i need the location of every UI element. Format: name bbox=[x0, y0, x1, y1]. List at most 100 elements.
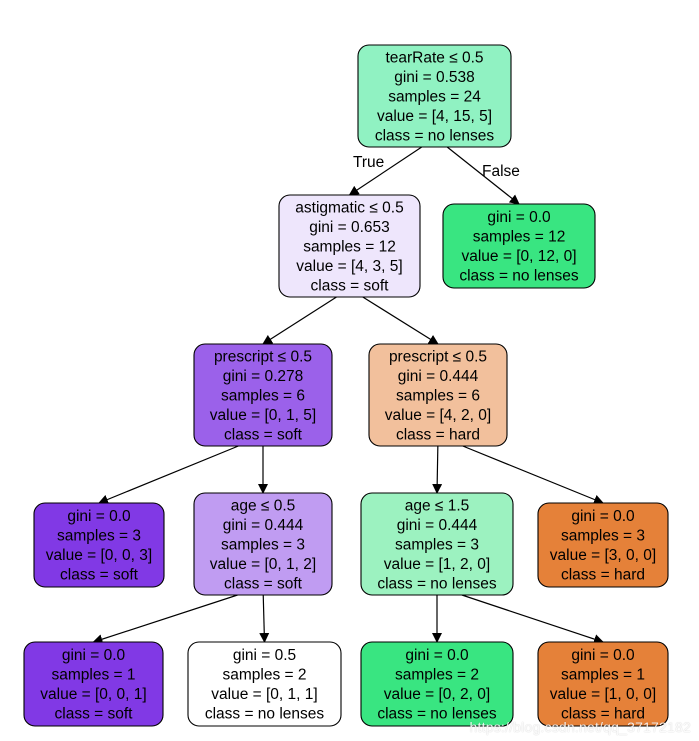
node-box bbox=[360, 641, 514, 727]
edge-n0-n1 bbox=[348, 146, 423, 196]
node-line: age ≤ 0.5 bbox=[231, 497, 296, 514]
tree-node-n2: gini = 0.0 samples = 12 value = [0, 12, 0]… bbox=[442, 203, 596, 289]
edge-n7-n12 bbox=[461, 594, 604, 644]
node-line: samples = 3 bbox=[57, 528, 141, 545]
node-line: samples = 6 bbox=[396, 387, 480, 404]
tree-node-n4: prescript ≤ 0.5 gini = 0.444 samples = 6 va… bbox=[368, 343, 508, 447]
edge-n6-n10 bbox=[259, 594, 270, 643]
node-line: samples = 3 bbox=[561, 528, 645, 545]
node-line: samples = 3 bbox=[395, 536, 479, 553]
edge-n4-n7 bbox=[432, 445, 443, 494]
node-line: class = no lenses bbox=[377, 706, 497, 723]
node-line: class = hard bbox=[396, 426, 480, 443]
node-line: value = [4, 2, 0] bbox=[385, 407, 491, 424]
edge-n1-n4 bbox=[362, 296, 439, 345]
node-box bbox=[357, 44, 512, 148]
node-box bbox=[33, 502, 165, 588]
node-line: class = no lenses bbox=[459, 268, 579, 285]
node-box bbox=[442, 203, 596, 289]
node-line: tearRate ≤ 0.5 bbox=[385, 49, 483, 66]
node-box bbox=[537, 502, 669, 588]
edge-label-true: True bbox=[353, 154, 384, 171]
tree-node-n9: gini = 0.0 samples = 1 value = [0, 0, 1] cl… bbox=[23, 641, 164, 727]
node-box bbox=[193, 343, 333, 447]
node-line: value = [3, 0, 0] bbox=[550, 547, 656, 564]
edge-label-false: False bbox=[482, 163, 520, 180]
node-line: gini = 0.444 bbox=[398, 368, 479, 385]
node-line: gini = 0.538 bbox=[394, 69, 475, 86]
node-box bbox=[187, 641, 342, 727]
node-line: value = [0, 0, 1] bbox=[40, 686, 146, 703]
node-line: value = [0, 12, 0] bbox=[461, 248, 576, 265]
node-line: value = [0, 1, 1] bbox=[211, 686, 317, 703]
node-box bbox=[23, 641, 164, 727]
node-line: samples = 12 bbox=[303, 238, 396, 255]
watermark-text: https://blog.csdn.net/qq_37172182 bbox=[469, 719, 691, 735]
tree-node-n7: age ≤ 1.5 gini = 0.444 samples = 3 value = … bbox=[360, 492, 514, 596]
node-box bbox=[360, 492, 514, 596]
edge-n0-n2 bbox=[446, 146, 520, 205]
node-line: gini = 0.278 bbox=[223, 368, 304, 385]
edge-n4-n8 bbox=[462, 445, 604, 505]
tree-node-n6: age ≤ 0.5 gini = 0.444 samples = 3 value = … bbox=[193, 492, 333, 596]
node-line: value = [0, 1, 2] bbox=[210, 556, 316, 573]
node-line: value = [1, 2, 0] bbox=[384, 556, 490, 573]
node-line: gini = 0.653 bbox=[309, 219, 390, 236]
node-line: samples = 1 bbox=[561, 667, 645, 684]
tree-node-n10: gini = 0.5 samples = 2 value = [0, 1, 1] cl… bbox=[187, 641, 342, 727]
node-line: samples = 2 bbox=[222, 667, 306, 684]
node-line: samples = 24 bbox=[388, 88, 481, 105]
node-line: prescript ≤ 0.5 bbox=[214, 348, 312, 365]
node-line: class = soft bbox=[224, 575, 303, 592]
node-line: prescript ≤ 0.5 bbox=[389, 348, 487, 365]
node-box bbox=[193, 492, 333, 596]
node-box bbox=[368, 343, 508, 447]
tree-node-n0: tearRate ≤ 0.5 gini = 0.538 samples = 24 va… bbox=[357, 44, 512, 148]
node-line: class = no lenses bbox=[375, 127, 495, 144]
node-line: samples = 6 bbox=[221, 387, 305, 404]
node-line: class = hard bbox=[561, 706, 645, 723]
node-line: samples = 12 bbox=[473, 229, 566, 246]
tree-node-n1: astigmatic ≤ 0.5 gini = 0.653 samples = 12… bbox=[278, 194, 421, 298]
node-line: samples = 1 bbox=[51, 667, 135, 684]
node-line: value = [0, 2, 0] bbox=[384, 686, 490, 703]
node-line: value = [4, 3, 5] bbox=[296, 258, 402, 275]
node-line: gini = 0.0 bbox=[405, 647, 469, 664]
node-line: class = soft bbox=[60, 567, 139, 584]
node-line: age ≤ 1.5 bbox=[405, 497, 470, 514]
node-line: gini = 0.0 bbox=[67, 508, 131, 525]
node-line: class = soft bbox=[224, 426, 303, 443]
node-line: samples = 2 bbox=[395, 667, 479, 684]
tree-node-n11: gini = 0.0 samples = 2 value = [0, 2, 0] cl… bbox=[360, 641, 514, 727]
nodes-layer: tearRate ≤ 0.5 gini = 0.538 samples = 24 va… bbox=[23, 44, 669, 727]
node-line: value = [0, 1, 5] bbox=[210, 407, 316, 424]
node-line: astigmatic ≤ 0.5 bbox=[295, 199, 403, 216]
node-line: value = [0, 0, 3] bbox=[46, 547, 152, 564]
tree-node-n3: prescript ≤ 0.5 gini = 0.278 samples = 6 va… bbox=[193, 343, 333, 447]
node-line: class = no lenses bbox=[205, 706, 325, 723]
edge-n1-n3 bbox=[262, 296, 337, 345]
tree-node-n5: gini = 0.0 samples = 3 value = [0, 0, 3] cl… bbox=[33, 502, 165, 588]
node-line: gini = 0.0 bbox=[571, 508, 635, 525]
node-line: gini = 0.0 bbox=[487, 209, 551, 226]
node-line: gini = 0.0 bbox=[62, 647, 126, 664]
tree-node-n8: gini = 0.0 samples = 3 value = [3, 0, 0] cl… bbox=[537, 502, 669, 588]
node-box bbox=[278, 194, 421, 298]
node-line: class = soft bbox=[311, 277, 390, 294]
node-line: class = soft bbox=[55, 706, 134, 723]
node-line: gini = 0.5 bbox=[233, 647, 296, 664]
node-line: samples = 3 bbox=[221, 536, 305, 553]
node-box bbox=[537, 641, 669, 727]
edge-n3-n5 bbox=[98, 445, 239, 505]
tree-node-n12: gini = 0.0 samples = 1 value = [1, 0, 0] cl… bbox=[537, 641, 669, 727]
edge-n6-n9 bbox=[92, 594, 238, 644]
node-line: gini = 0.444 bbox=[397, 517, 478, 534]
node-line: gini = 0.444 bbox=[223, 517, 304, 534]
node-line: class = no lenses bbox=[377, 575, 497, 592]
node-line: gini = 0.0 bbox=[571, 647, 635, 664]
node-line: value = [4, 15, 5] bbox=[377, 108, 492, 125]
node-line: value = [1, 0, 0] bbox=[550, 686, 656, 703]
node-line: class = hard bbox=[561, 567, 645, 584]
